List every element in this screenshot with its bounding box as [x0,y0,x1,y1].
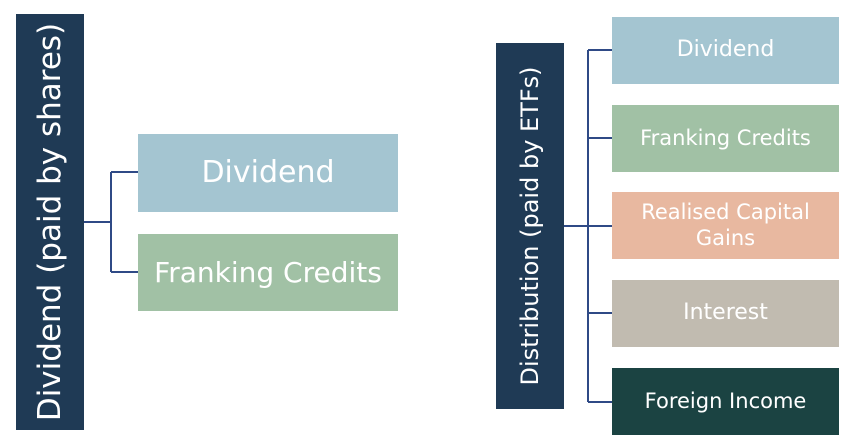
right-child-franking-credits: Franking Credits [612,105,839,172]
left-root-node: Dividend (paid by shares) [16,14,84,430]
right-child-dividend: Dividend [612,17,839,84]
right-root-label: Distribution (paid by ETFs) [516,66,544,386]
right-root-node: Distribution (paid by ETFs) [496,43,564,409]
right-child-interest: Interest [612,280,839,347]
right-child-realised-capital-gains: Realised Capital Gains [612,192,839,259]
right-child-realised-capital-gains-label: Realised Capital Gains [641,200,810,250]
left-child-dividend-label: Dividend [201,155,335,190]
left-child-franking-credits: Franking Credits [138,234,398,311]
left-child-franking-credits-label: Franking Credits [154,255,382,289]
right-child-interest-label: Interest [683,300,768,326]
right-child-foreign-income: Foreign Income [612,368,839,435]
right-child-franking-credits-label: Franking Credits [640,125,811,150]
left-root-label: Dividend (paid by shares) [32,22,68,422]
right-child-foreign-income-label: Foreign Income [644,388,807,413]
left-child-dividend: Dividend [138,134,398,212]
right-child-dividend-label: Dividend [676,37,775,63]
